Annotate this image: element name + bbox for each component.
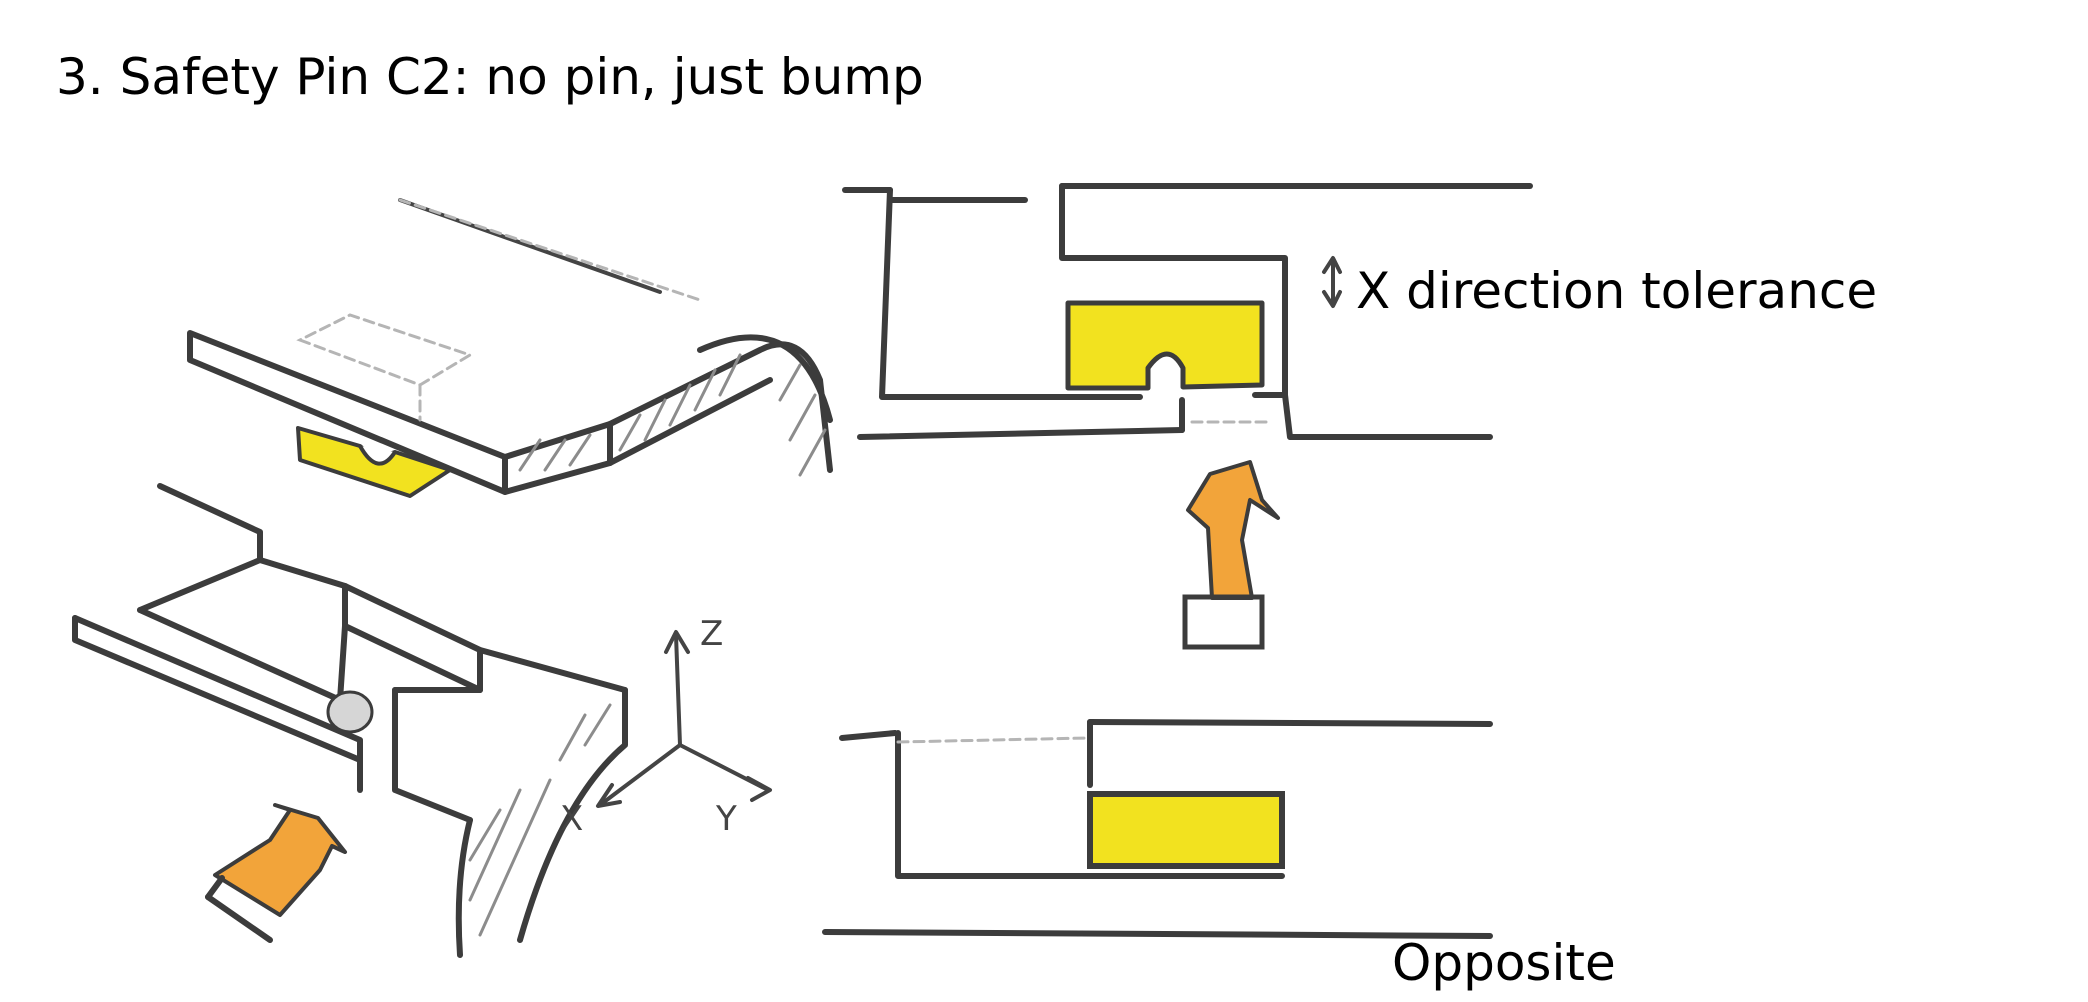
insert-arrow-isometric <box>205 803 347 943</box>
axis-x-label: X <box>560 799 583 839</box>
axis-triad: Z X Y <box>560 614 772 839</box>
isometric-sketch: Z X Y <box>72 198 833 958</box>
opposite-label: Opposite <box>1392 934 1616 992</box>
lower-bump <box>326 690 374 734</box>
insert-arrow-top <box>1182 460 1280 650</box>
axis-y-label: Y <box>715 799 737 839</box>
upper-part <box>187 198 833 498</box>
axis-z-label: Z <box>700 614 723 654</box>
section-view-top <box>842 183 1533 650</box>
section-view-bottom <box>822 719 1493 939</box>
tolerance-label: X direction tolerance <box>1356 262 1878 320</box>
top-bump-block <box>1065 300 1265 391</box>
lower-part <box>72 483 628 958</box>
lower-arm-hatching <box>468 703 612 937</box>
tolerance-double-arrow <box>1322 256 1342 308</box>
bottom-bump-block <box>1087 791 1285 869</box>
upper-arm-hatching <box>518 353 827 477</box>
slide-title: 3. Safety Pin C2: no pin, just bump <box>56 48 924 106</box>
